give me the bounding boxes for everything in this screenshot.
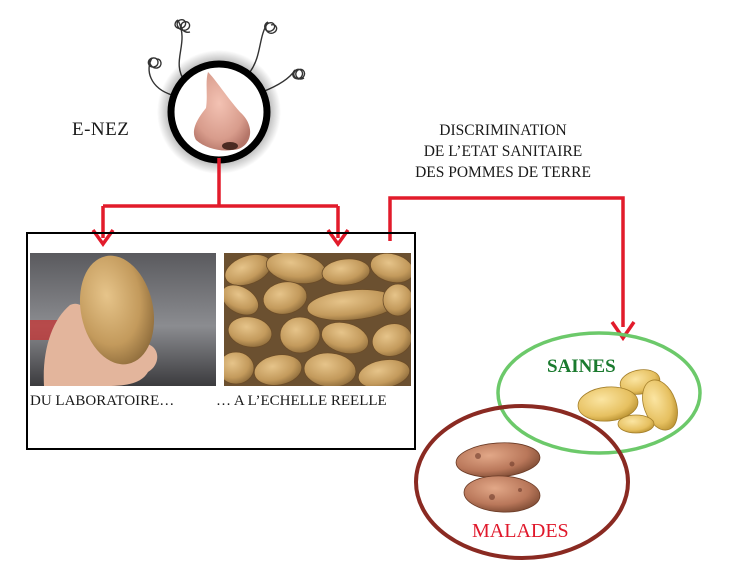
- e-nose-sensor: [147, 18, 306, 174]
- e-nez-label: E-NEZ: [72, 119, 130, 140]
- laboratoire-caption: DU LABORATOIRE…: [30, 393, 175, 409]
- malades-label: MALADES: [472, 520, 569, 542]
- malades-ring: [414, 404, 630, 560]
- arrow-heads: [91, 228, 636, 342]
- discrimination-line-3: DES POMMES DE TERRE: [415, 164, 591, 181]
- discrimination-line-2: DE L’ETAT SANITAIRE: [423, 143, 583, 160]
- discrimination-label: DISCRIMINATION DE L’ETAT SANITAIRE DES P…: [388, 120, 618, 183]
- potato-in-hand-photo: [30, 253, 216, 386]
- saines-label: SAINES: [547, 356, 616, 377]
- photos-frame: [26, 232, 416, 450]
- arrow-to-result: [388, 196, 625, 327]
- arrow-head-echelle: [326, 228, 350, 248]
- discrimination-line-1: DISCRIMINATION: [439, 122, 567, 139]
- echelle-caption: … A L’ECHELLE REELLE: [216, 393, 387, 409]
- nostril: [222, 142, 238, 150]
- lab-potato: [79, 255, 155, 365]
- arrow-head-laboratoire: [91, 228, 115, 248]
- potato-pile-photo: [224, 253, 411, 386]
- nose-shape: [193, 72, 251, 151]
- flow-arrows: [101, 158, 625, 327]
- saines-group: [496, 331, 702, 455]
- diseased-potatoes-photo: [455, 442, 541, 513]
- malades-group: [414, 404, 630, 560]
- arrow-head-result: [610, 321, 636, 342]
- saines-ring: [496, 331, 702, 455]
- healthy-potatoes-photo: [577, 369, 678, 434]
